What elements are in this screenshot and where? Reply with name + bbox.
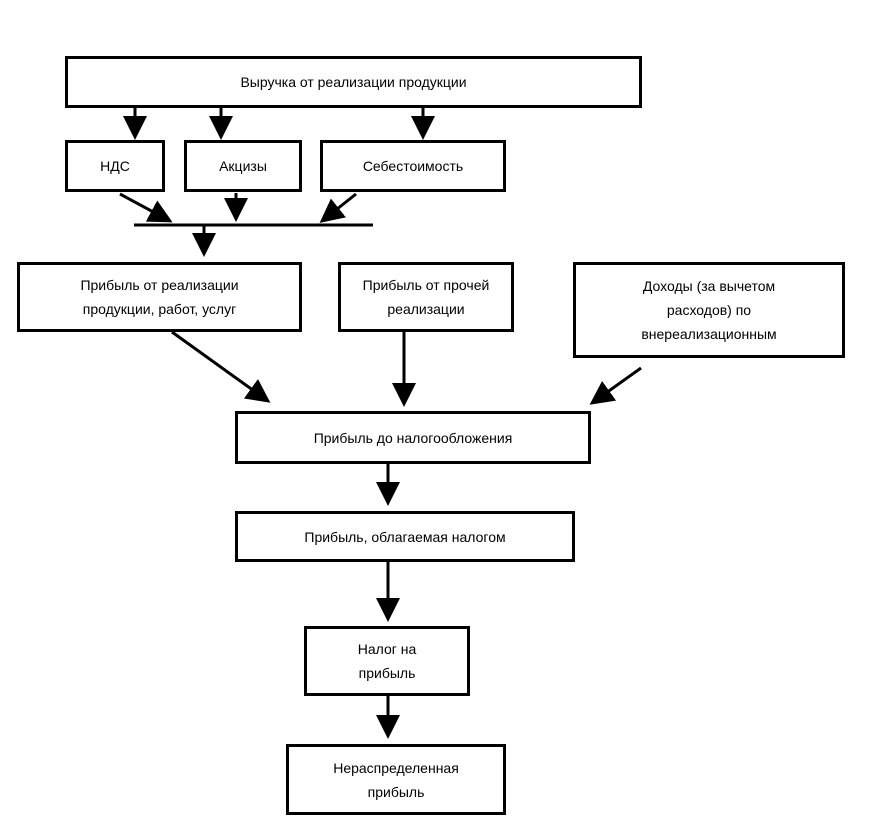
node-revenue-label: Выручка от реализации продукции <box>240 74 467 90</box>
node-excise-label: Акцизы <box>219 158 267 174</box>
arrow-cost-to-bar <box>319 192 357 223</box>
node-sales-profit: Прибыль от реализации продукции, работ, … <box>17 262 302 332</box>
node-taxable-profit: Прибыль, облагаемая налогом <box>235 511 575 562</box>
node-retained-earnings-line-2: прибыль <box>367 783 425 800</box>
arrow-nonop-to-pretax <box>589 366 642 405</box>
node-other-sales-profit-line-2: реализации <box>387 301 465 317</box>
node-pretax-profit-label: Прибыль до налогообложения <box>313 429 513 446</box>
node-profit-tax-line-1: Налог на <box>357 641 417 657</box>
node-sales-profit-line-1: Прибыль от реализации <box>80 277 239 293</box>
node-profit-tax: Налог на прибыль <box>304 626 470 696</box>
node-taxable-profit-label: Прибыль, облагаемая налогом <box>304 528 506 545</box>
node-vat-label: НДС <box>100 158 130 174</box>
node-pretax-profit: Прибыль до налогообложения <box>235 411 591 464</box>
arrow-vat-to-bar <box>119 192 173 223</box>
node-non-operating-income-line-2: расходов) по <box>666 302 752 318</box>
node-cost-label: Себестоимость <box>362 158 464 174</box>
node-other-sales-profit: Прибыль от прочей реализации <box>338 262 514 332</box>
node-retained-earnings-line-1: Нераспределенная <box>333 759 459 776</box>
node-sales-profit-line-2: продукции, работ, услуг <box>82 301 237 317</box>
node-non-operating-income: Доходы (за вычетом расходов) по внереали… <box>573 262 845 358</box>
node-profit-tax-line-2: прибыль <box>358 665 416 681</box>
node-vat: НДС <box>65 140 165 192</box>
node-revenue: Выручка от реализации продукции <box>65 56 642 108</box>
node-excise: Акцизы <box>184 140 302 192</box>
node-non-operating-income-line-3: внереализационным <box>641 326 777 342</box>
node-other-sales-profit-line-1: Прибыль от прочей <box>362 277 490 293</box>
node-retained-earnings: Нераспределенная прибыль <box>286 744 506 815</box>
node-cost: Себестоимость <box>320 140 506 192</box>
node-non-operating-income-line-1: Доходы (за вычетом <box>642 278 776 294</box>
arrow-sales-profit-to-pretax <box>171 330 271 403</box>
